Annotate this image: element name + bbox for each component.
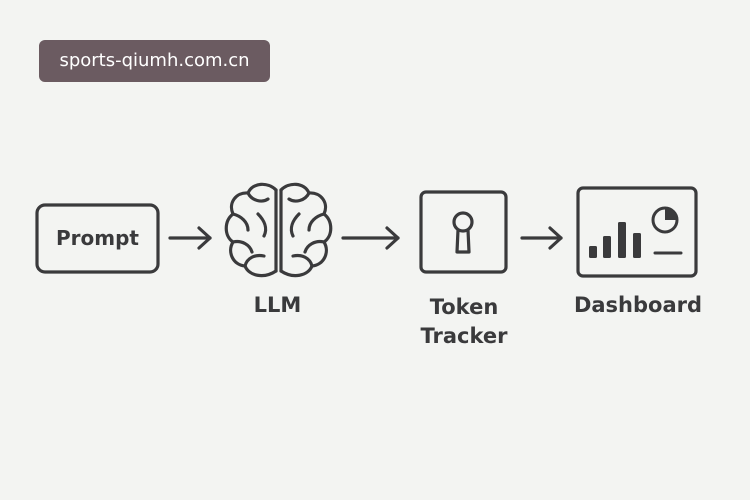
token-tracker-node-label: Token Tracker bbox=[400, 293, 528, 351]
arrow-prompt-to-llm bbox=[168, 226, 212, 250]
watermark-badge: sports-qiumh.com.cn bbox=[39, 40, 270, 82]
dashboard-node-label: Dashboard bbox=[573, 293, 703, 317]
chart-dashboard-icon bbox=[589, 206, 683, 258]
brain-icon bbox=[224, 182, 333, 278]
token-tracker-label-line-2: Tracker bbox=[420, 324, 508, 348]
llm-node-label: LLM bbox=[253, 293, 302, 317]
token-tracker-label-line-1: Token bbox=[429, 295, 499, 319]
arrow-token-tracker-to-dashboard bbox=[520, 226, 563, 250]
arrow-llm-to-token-tracker bbox=[341, 226, 400, 250]
prompt-node-label: Prompt bbox=[56, 226, 139, 250]
token-tracker-node-box bbox=[419, 190, 508, 274]
dashboard-node-box bbox=[576, 186, 698, 278]
prompt-node-box bbox=[35, 203, 160, 274]
keyhole-icon bbox=[452, 211, 474, 254]
